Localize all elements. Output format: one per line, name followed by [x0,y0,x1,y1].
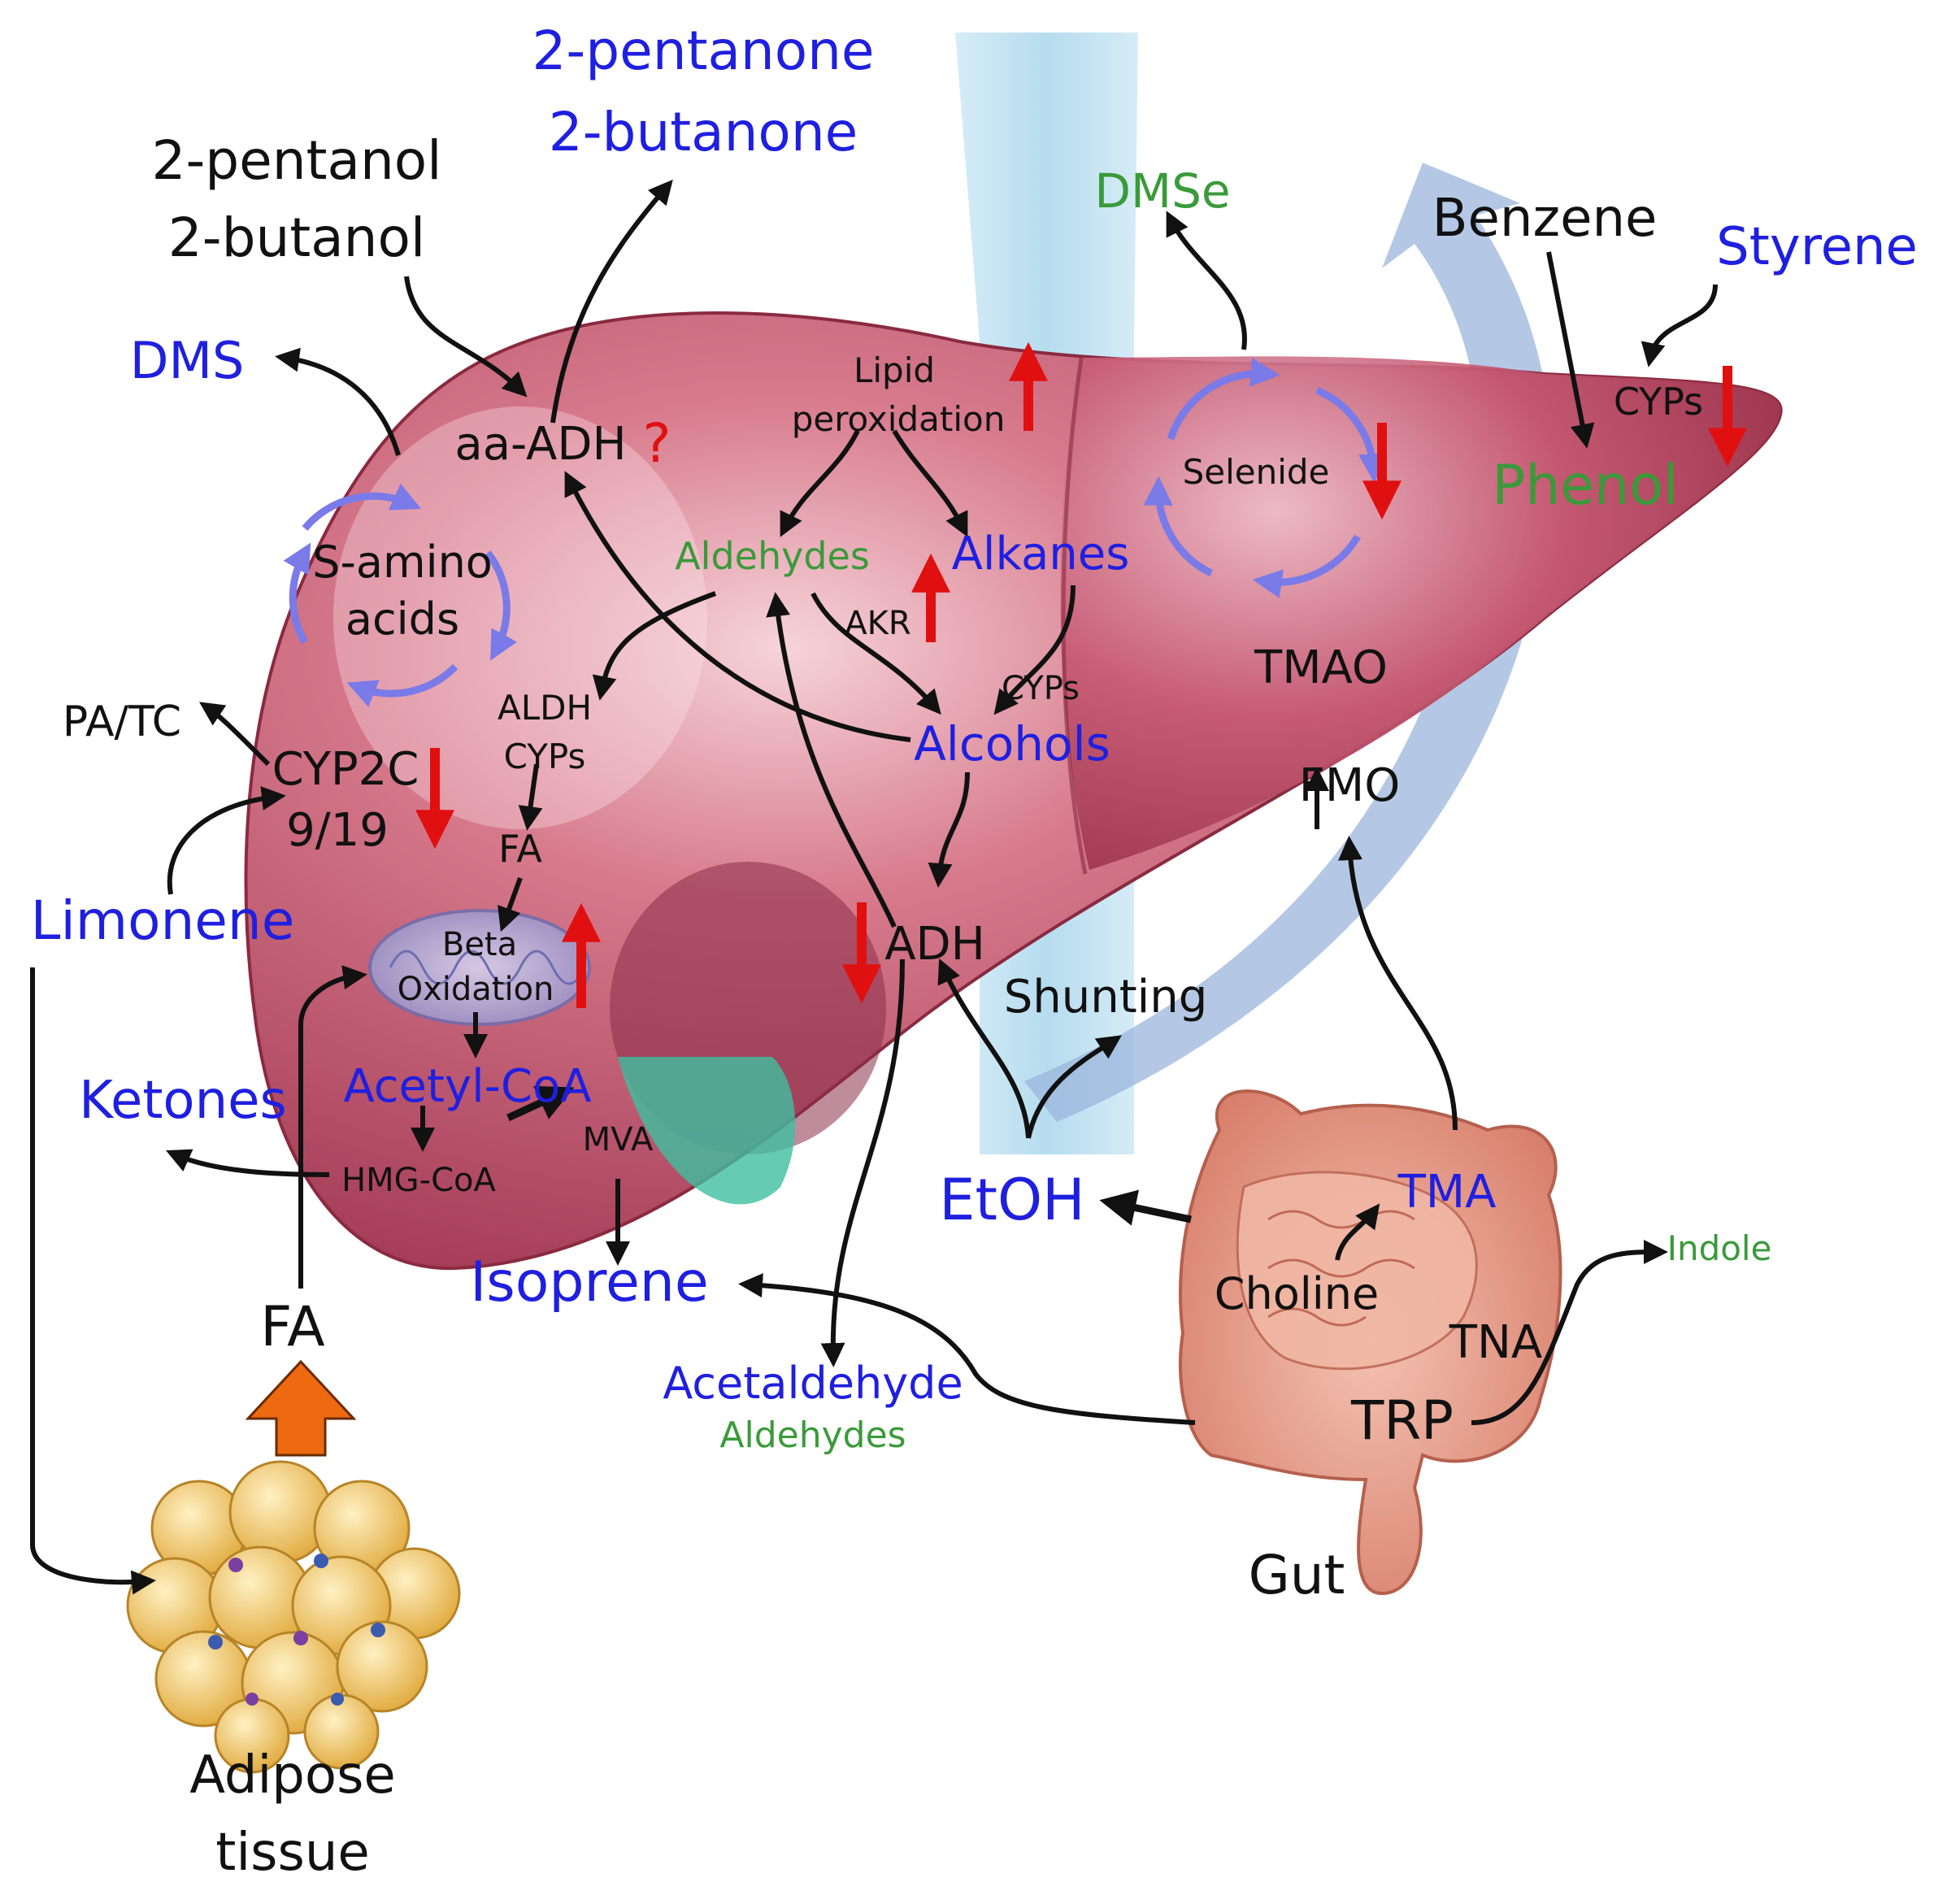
label-beta: Beta [442,926,517,963]
label-tissue: tissue [215,1823,370,1883]
label-dmse: DMSe [1094,163,1230,219]
label-question-mark: ? [642,412,671,475]
label-acetaldehyde: Acetaldehyde [663,1358,963,1409]
label-pa-tc: PA/TC [63,698,181,746]
label-cyp2c: CYP2C [272,743,419,796]
selenide-cycle [1143,358,1388,598]
label-fmo: FMO [1299,759,1401,812]
labels: 2-pentanone 2-butanone 2-pentanol 2-buta… [31,20,1918,1883]
label-tna: TNA [1449,1316,1542,1369]
label-gut: Gut [1249,1544,1345,1606]
label-adipose: Adipose [189,1745,396,1806]
label-limonene: Limonene [31,889,295,952]
trend-arrows [415,341,1747,1008]
label-2-butanol: 2-butanol [168,206,425,269]
label-aldehydes-liver: Aldehydes [675,534,870,578]
label-tmao: TMAO [1254,641,1388,694]
label-indole: Indole [1667,1228,1772,1268]
label-styrene: Styrene [1716,217,1918,277]
label-adh: ADH [884,918,985,971]
label-choline: Choline [1215,1268,1379,1319]
label-fa-liver: FA [498,827,542,871]
adipose-tissue-illustration [126,1460,461,1774]
label-2-butanone: 2-butanone [549,101,858,163]
label-oxidation: Oxidation [398,971,554,1008]
mitochondrion-icon [368,909,591,1026]
label-aldehydes-bottom: Aldehydes [719,1415,906,1456]
label-acids: acids [345,593,459,645]
label-ketones: Ketones [79,1071,287,1131]
label-cyps-right: CYPs [1614,380,1703,424]
label-fa-adipose: FA [260,1295,324,1359]
label-shunting: Shunting [1004,971,1208,1024]
portal-vein-arrow [1024,163,1552,1122]
label-mva: MVA [583,1121,654,1158]
label-tma: TMA [1397,1166,1497,1219]
label-alcohols: Alcohols [914,716,1110,771]
label-isoprene: Isoprene [470,1250,708,1315]
label-aldh: ALDH [498,688,592,728]
label-selenide: Selenide [1183,452,1330,492]
label-cyp-9-19: 9/19 [286,804,389,857]
label-acetyl-coa: Acetyl-CoA [343,1060,591,1113]
label-etoh: EtOH [939,1167,1084,1233]
pathway-arrows [30,179,1718,1595]
s-amino-acid-cycle [283,483,518,707]
fa-release-arrow [245,1359,357,1457]
label-s-amino: S-amino [312,537,493,588]
label-alkanes: Alkanes [952,528,1130,580]
label-akr: AKR [845,605,910,642]
label-trp: TRP [1350,1389,1454,1452]
label-2-pentanone: 2-pentanone [532,20,874,82]
label-2-pentanol: 2-pentanol [151,129,441,192]
label-cyps-mid: CYPs [1002,670,1080,707]
label-benzene: Benzene [1432,189,1658,249]
label-lipid: Lipid [854,350,935,390]
label-dms: DMS [130,331,245,390]
liver [244,311,1783,1271]
label-aa-adh: aa-ADH [454,418,626,471]
label-peroxidation: peroxidation [792,399,1006,439]
label-phenol: Phenol [1492,454,1679,518]
label-hmg-coa: HMG-CoA [341,1162,496,1199]
label-cyps-left: CYPs [504,737,586,776]
